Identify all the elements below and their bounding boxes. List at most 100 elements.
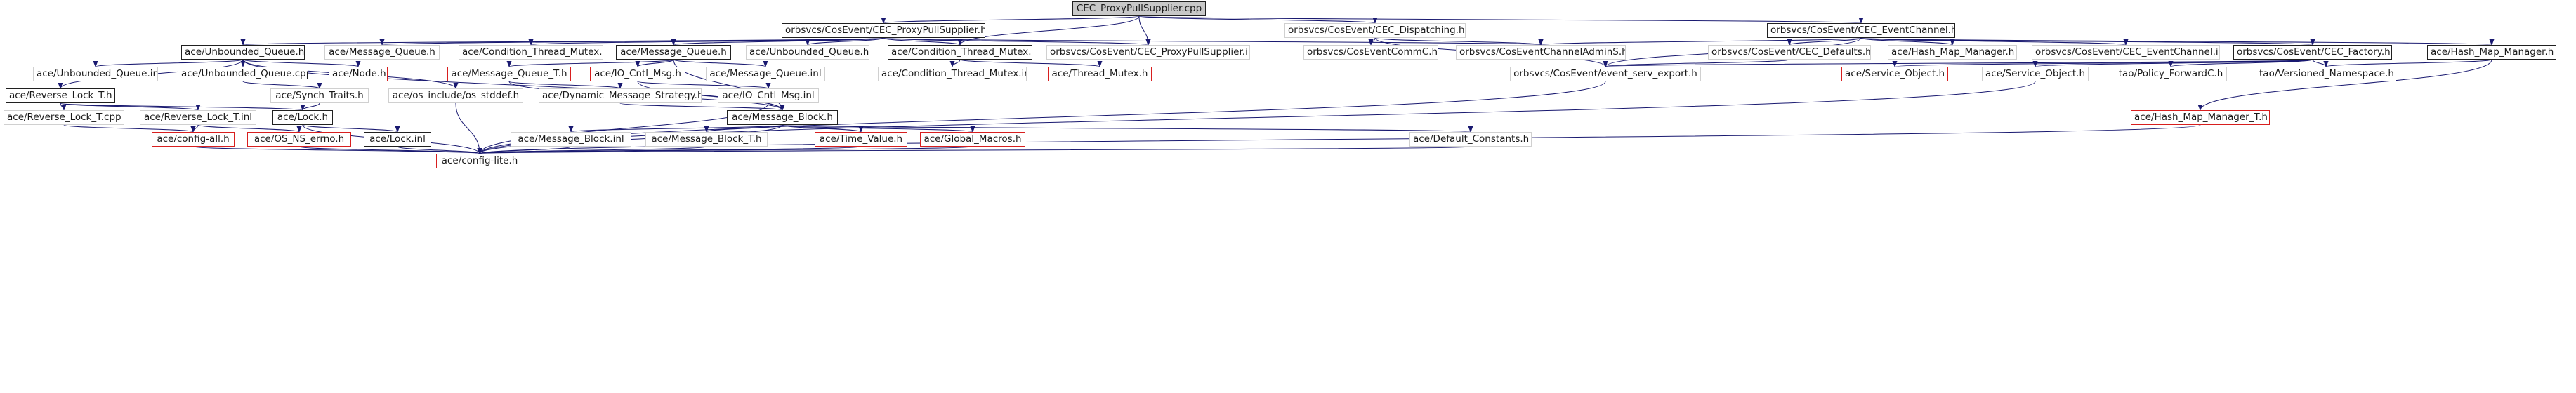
graph-edge — [60, 102, 201, 111]
graph-edge — [197, 124, 302, 133]
graph-edge — [805, 37, 884, 46]
graph-node-label: ace/Unbounded_Queue.cpp — [181, 68, 308, 79]
graph-node-label: ace/Hash_Map_Manager.h — [1891, 46, 2015, 58]
graph-node[interactable]: ace/os_include/os_stddef.h — [388, 88, 523, 103]
graph-edge — [2312, 59, 2329, 67]
graph-node-label: orbsvcs/CosEventChannelAdminS.h — [1459, 46, 1626, 58]
graph-node[interactable]: ace/Message_Queue.h — [324, 45, 440, 60]
graph-node[interactable]: orbsvcs/CosEvent/CEC_Dispatching.h — [1284, 23, 1466, 38]
graph-node[interactable]: orbsvcs/CosEvent/CEC_Factory.h — [2233, 45, 2392, 60]
graph-node[interactable]: ace/Hash_Map_Manager_T.h — [2131, 110, 2270, 125]
graph-node[interactable]: orbsvcs/CosEvent/event_serv_export.h — [1510, 67, 1701, 81]
graph-edge — [508, 81, 623, 89]
graph-node[interactable]: ace/Unbounded_Queue.inl — [33, 67, 158, 81]
graph-node[interactable]: ace/Hash_Map_Manager.h — [2427, 45, 2556, 60]
graph-node[interactable]: ace/Message_Queue.inl — [706, 67, 825, 81]
graph-node-label: ace/Condition_Thread_Mutex.h — [891, 46, 1032, 58]
graph-node[interactable]: tao/Policy_ForwardC.h — [2115, 67, 2227, 81]
graph-node[interactable]: ace/Synch_Traits.h — [270, 88, 369, 103]
graph-node[interactable]: ace/Node.h — [329, 67, 388, 81]
graph-node[interactable]: ace/Service_Object.h — [1841, 67, 1948, 81]
graph-node[interactable]: orbsvcs/CosEvent/CEC_EventChannel.h — [1767, 23, 1955, 38]
graph-edge — [1138, 15, 1151, 46]
graph-node-label: tao/Versioned_Namespace.h — [2259, 68, 2394, 79]
graph-node-label: ace/Global_Macros.h — [924, 133, 1022, 145]
graph-node-label: orbsvcs/CosEvent/CEC_Defaults.h — [1711, 46, 1871, 58]
graph-node-label: ace/Message_Block.inl — [518, 133, 624, 145]
graph-node[interactable]: orbsvcs/CosEventChannelAdminS.h — [1456, 45, 1626, 60]
graph-edge — [568, 124, 783, 133]
graph-node[interactable]: ace/IO_Cntl_Msg.inl — [718, 88, 819, 103]
graph-node[interactable]: ace/Lock.h — [272, 110, 333, 125]
graph-edge — [1138, 15, 1377, 24]
graph-node[interactable]: ace/Message_Queue.h — [616, 45, 731, 60]
graph-node[interactable]: ace/Condition_Thread_Mutex.h — [459, 45, 603, 60]
graph-node[interactable]: ace/Message_Block_T.h — [645, 132, 768, 147]
graph-edge — [397, 146, 482, 154]
graph-node[interactable]: ace/Reverse_Lock_T.cpp — [4, 110, 124, 125]
graph-node[interactable]: ace/Reverse_Lock_T.inl — [140, 110, 256, 125]
graph-edge — [63, 124, 196, 133]
graph-node[interactable]: tao/Versioned_Namespace.h — [2256, 67, 2396, 81]
graph-edge — [1860, 37, 2128, 46]
graph-node-label: ace/Message_Block.h — [732, 112, 833, 123]
graph-edge — [60, 102, 305, 111]
graph-edge — [1860, 37, 1955, 46]
graph-node[interactable]: ace/Unbounded_Queue.h — [181, 45, 305, 60]
graph-edge — [1860, 37, 2315, 46]
graph-edge — [2197, 59, 2492, 111]
graph-node[interactable]: ace/Dynamic_Message_Strategy.h — [539, 88, 702, 103]
graph-node-label: ace/Default_Constants.h — [1413, 133, 1530, 145]
graph-node[interactable]: ace/Unbounded_Queue.cpp — [178, 67, 308, 81]
graph-node[interactable]: orbsvcs/CosEvent/CEC_ProxyPullSupplier.i… — [1046, 45, 1250, 60]
graph-node-label: ace/Node.h — [332, 68, 386, 79]
graph-node[interactable]: ace/OS_NS_errno.h — [247, 132, 351, 147]
graph-node-label: ace/Time_Value.h — [819, 133, 903, 145]
graph-node-label: ace/Service_Object.h — [1845, 68, 1945, 79]
graph-node[interactable]: ace/Message_Block.inl — [511, 132, 631, 147]
graph-edge — [300, 102, 320, 111]
graph-node[interactable]: ace/Reverse_Lock_T.h — [6, 88, 115, 103]
graph-node[interactable]: orbsvcs/CosEvent/CEC_EventChannel.inl — [2032, 45, 2220, 60]
graph-node-label: ace/config-lite.h — [441, 155, 518, 166]
graph-node[interactable]: ace/Global_Macros.h — [920, 132, 1025, 147]
graph-node[interactable]: ace/Default_Constants.h — [1409, 132, 1532, 147]
graph-node-label: orbsvcs/CosEvent/CEC_Factory.h — [2237, 46, 2391, 58]
graph-node[interactable]: ace/Message_Block.h — [727, 110, 838, 125]
graph-node-root[interactable]: CEC_ProxyPullSupplier.cpp — [1072, 1, 1206, 16]
graph-edge — [1374, 37, 1544, 46]
graph-edge — [478, 124, 2201, 154]
graph-edge — [949, 59, 961, 67]
graph-node[interactable]: ace/Time_Value.h — [815, 132, 907, 147]
graph-node-label: ace/IO_Cntl_Msg.h — [594, 68, 681, 79]
graph-node[interactable]: orbsvcs/CosEvent/CEC_Defaults.h — [1708, 45, 1871, 60]
graph-node[interactable]: ace/Condition_Thread_Mutex.h — [888, 45, 1032, 60]
graph-node-label: ace/Lock.inl — [369, 133, 426, 145]
graph-node[interactable]: ace/config-lite.h — [436, 154, 523, 168]
graph-node-label: ace/Service_Object.h — [1985, 68, 2086, 79]
graph-node-label: ace/Hash_Map_Manager.h — [2431, 46, 2554, 58]
graph-node[interactable]: ace/Condition_Thread_Mutex.inl — [878, 67, 1027, 81]
graph-node[interactable]: ace/Hash_Map_Manager.h — [1888, 45, 2017, 60]
graph-edge — [2033, 59, 2313, 67]
graph-node-label: ace/IO_Cntl_Msg.inl — [722, 90, 815, 101]
graph-node[interactable]: ace/Lock.inl — [364, 132, 431, 147]
graph-node[interactable]: ace/config-all.h — [152, 132, 235, 147]
graph-edge — [2168, 59, 2313, 67]
graph-node[interactable]: ace/Thread_Mutex.h — [1048, 67, 1152, 81]
graph-node[interactable]: ace/IO_Cntl_Msg.h — [590, 67, 685, 81]
graph-edge — [637, 81, 771, 89]
graph-node-label: orbsvcs/CosEvent/CEC_Dispatching.h — [1288, 25, 1465, 36]
graph-edge — [478, 146, 973, 154]
graph-edge — [673, 59, 768, 67]
graph-node-label: orbsvcs/CosEvent/event_serv_export.h — [1513, 68, 1697, 79]
graph-node[interactable]: orbsvcs/CosEventCommC.h — [1303, 45, 1438, 60]
graph-node-label: ace/Hash_Map_Manager_T.h — [2134, 112, 2268, 123]
graph-node[interactable]: orbsvcs/CosEvent/CEC_ProxyPullSupplier.h — [782, 23, 985, 38]
graph-node[interactable]: ace/Unbounded_Queue.h — [746, 45, 869, 60]
graph-edge — [1787, 37, 1862, 46]
graph-edge — [1138, 15, 1862, 24]
graph-node[interactable]: ace/Message_Queue_T.h — [447, 67, 571, 81]
graph-node-label: ace/Unbounded_Queue.inl — [37, 68, 158, 79]
graph-node[interactable]: ace/Service_Object.h — [1982, 67, 2089, 81]
